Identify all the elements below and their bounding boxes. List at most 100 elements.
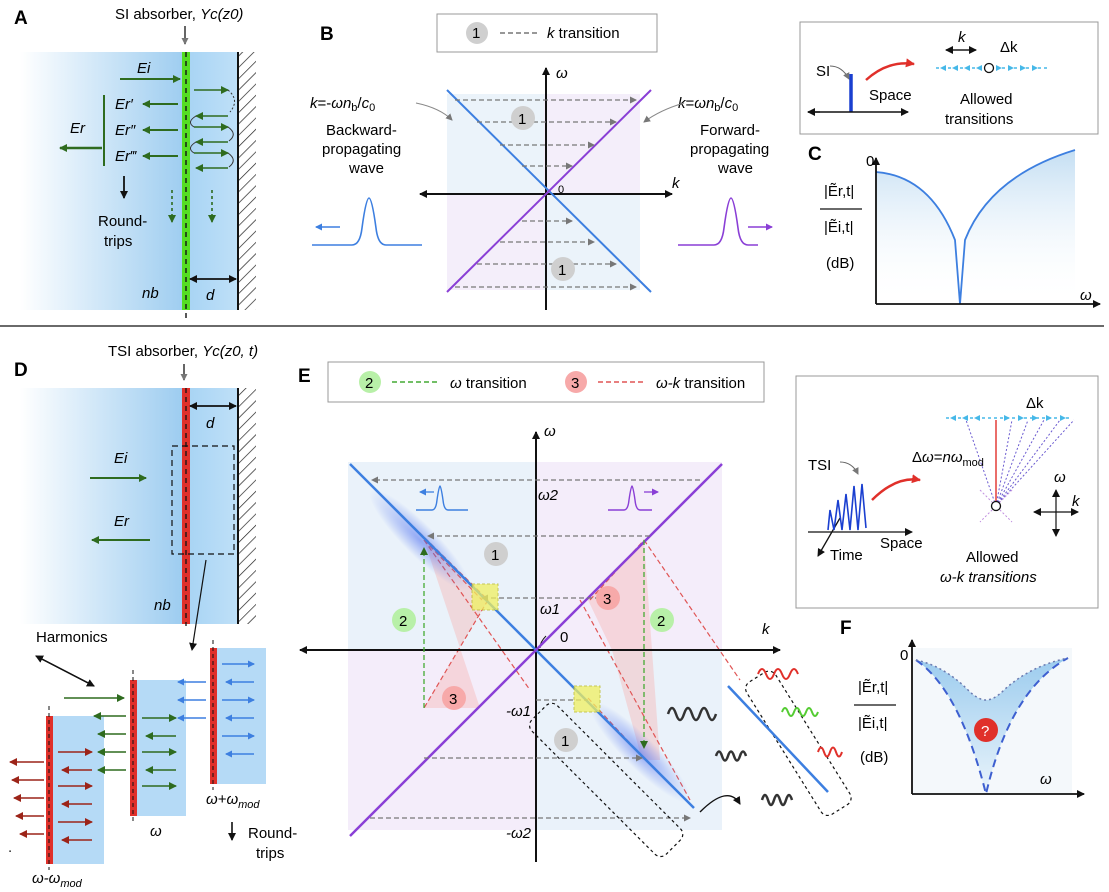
legend-badge-3-num: 3: [571, 375, 579, 392]
inset-tsi-label: TSI: [808, 457, 831, 474]
panel-label-a: A: [14, 8, 28, 29]
d-roundtrips-2: trips: [256, 845, 284, 862]
legend-text-b: k transition: [547, 25, 620, 42]
zoom-dispersion-line: [727, 685, 829, 793]
er-label: Er: [70, 120, 86, 137]
inset-allowed-1: Allowed: [960, 91, 1013, 108]
forward-text-2: propagating: [690, 141, 769, 158]
f-omega-label: ω: [1040, 771, 1052, 788]
omega-transition-lines: [420, 540, 648, 749]
inset-lattice-ticks: [940, 65, 1038, 71]
e-badge-3-right-num: 3: [603, 591, 611, 608]
e-backward-line: [349, 463, 695, 809]
panel-label-e: E: [298, 366, 311, 387]
wave-red-top: [757, 668, 799, 680]
c-unit: (dB): [826, 255, 854, 272]
e-badge-2-right-num: 2: [657, 613, 665, 630]
callout-box-zoom: [745, 670, 852, 817]
d-mirror-hatch: [238, 388, 256, 624]
origin-label-e: 0: [560, 629, 568, 646]
e-forward-line: [349, 463, 723, 837]
legend-badge-1-num: 1: [472, 25, 480, 42]
eq-right: k=ωnb/c0: [678, 95, 738, 114]
callout-box-diagonal: [528, 702, 684, 858]
legend-text-2: ω transition: [450, 375, 527, 392]
inset-mid-space: Space: [880, 535, 923, 552]
inset-time-axis: [817, 517, 841, 557]
e-k-transition-lines: [370, 476, 700, 822]
inset-mid-allowed-2: ω-k transitions: [940, 569, 1037, 586]
glow-upper: [369, 489, 471, 591]
glow-lower: [589, 701, 691, 803]
inset-space-label: Space: [869, 87, 912, 104]
harmonic-upper-label: ω+ωmod: [206, 791, 260, 811]
harmonic-center-label: ω: [150, 823, 162, 840]
eq-left-leader: [415, 102, 453, 121]
w1-label: ω1: [540, 601, 560, 618]
d-gap-label: d: [206, 415, 215, 432]
f-ylabel-num: |Ẽr,t|: [858, 679, 888, 696]
wave-gray-mid: [714, 750, 748, 762]
badge-1-bottom-num: 1: [558, 262, 566, 279]
e-badge-2-left-num: 2: [399, 613, 407, 630]
inset-transform-arrow: [865, 58, 915, 81]
slab-region: [188, 52, 238, 310]
inset-si-transitions: SI Space k Δk Allowed transitions: [799, 21, 1099, 135]
panel-f: F ? 0 |Ẽr,t| |Ẽi,t| (dB) ω: [840, 618, 1085, 798]
inset-dk-label: Δk: [1000, 39, 1018, 56]
d-label: d: [206, 287, 215, 304]
e-badge-3-left-num: 3: [449, 691, 457, 708]
badge-1-top-num: 1: [518, 111, 526, 128]
wave-gray-left: [666, 706, 718, 722]
d-background-medium: [20, 388, 184, 624]
backward-wave-pulse: [312, 197, 422, 246]
legend-badge-1: [466, 22, 488, 44]
f-ylabel-den: |Ẽi,t|: [858, 715, 887, 732]
inset-si-label: SI: [816, 63, 830, 80]
ei-label: Ei: [137, 60, 151, 77]
k-label-b: k: [672, 175, 681, 192]
inset-omega-k-fan: [965, 419, 1075, 507]
harmonics-arrow-up: [35, 655, 95, 687]
inset-k-label: k: [958, 29, 967, 46]
f-question-mark: ?: [981, 723, 989, 740]
e-badge-2-left: [392, 608, 416, 632]
e-badge-1-bot: [554, 728, 578, 752]
forward-text-3: wave: [717, 160, 753, 177]
callout-connector: [699, 795, 741, 813]
inset-mid-dk: Δk: [1026, 395, 1044, 412]
e-badge-3-right: [596, 586, 620, 610]
mirror-hatch: [238, 52, 256, 310]
inset-mid-allowed-1: Allowed: [966, 549, 1019, 566]
wave-gray-bottom: [760, 793, 794, 807]
slab-bounce-arrows: [194, 86, 229, 172]
forward-wave-pulse: [678, 197, 758, 246]
mw1-label: -ω1: [506, 703, 531, 720]
harmonics-label: Harmonics: [36, 629, 108, 646]
panel-a-title: SI absorber, Yc(z0): [115, 6, 243, 23]
background-medium: [20, 52, 188, 310]
region-lower-left: [447, 194, 544, 290]
badge-1-bottom: [551, 257, 575, 281]
panel-label-c: C: [808, 144, 822, 165]
inset-tsi-signal: [827, 483, 867, 531]
zoom-box: [171, 445, 235, 555]
k-label-e: k: [762, 621, 771, 638]
harmonic-upper: [177, 640, 266, 790]
e-badge-1-top: [484, 542, 508, 566]
inset-origin-fan: [979, 489, 1013, 523]
region-upper-right: [544, 94, 640, 194]
c-ylabel-den: |Ẽi,t|: [824, 219, 853, 236]
legend-badge-3: [565, 371, 587, 393]
er3-label: Er‴: [115, 148, 137, 165]
highlight-upper: [471, 583, 499, 611]
eq-right-leader: [643, 102, 685, 123]
f-dotted-bound-inner: [915, 657, 1069, 701]
er2-label: Er″: [115, 122, 136, 139]
highlight-lower: [573, 685, 601, 713]
panel-d: D TSI absorber, Yc(z0, t) d Ei Er nb Har…: [8, 343, 297, 890]
roundtrips-line2: trips: [104, 233, 132, 250]
badge-1-top: [511, 106, 535, 130]
d-nb-label: nb: [154, 597, 171, 614]
inset-dw-label: Δω=nωmod: [912, 449, 984, 469]
